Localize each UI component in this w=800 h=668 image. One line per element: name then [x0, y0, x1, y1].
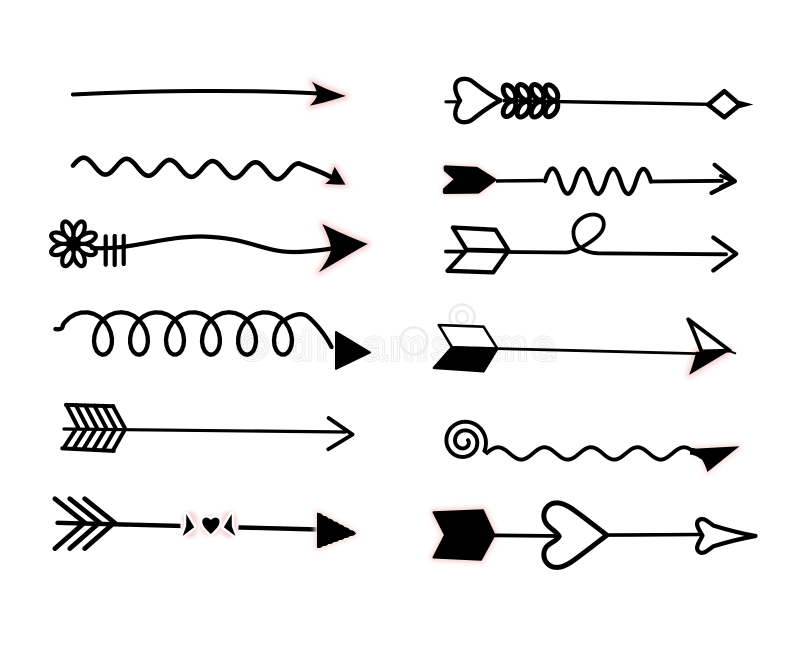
svg-text:.: .	[546, 322, 558, 370]
svg-text:.: .	[546, 322, 558, 370]
svg-text:© dreamstime: © dreamstime	[237, 322, 558, 370]
